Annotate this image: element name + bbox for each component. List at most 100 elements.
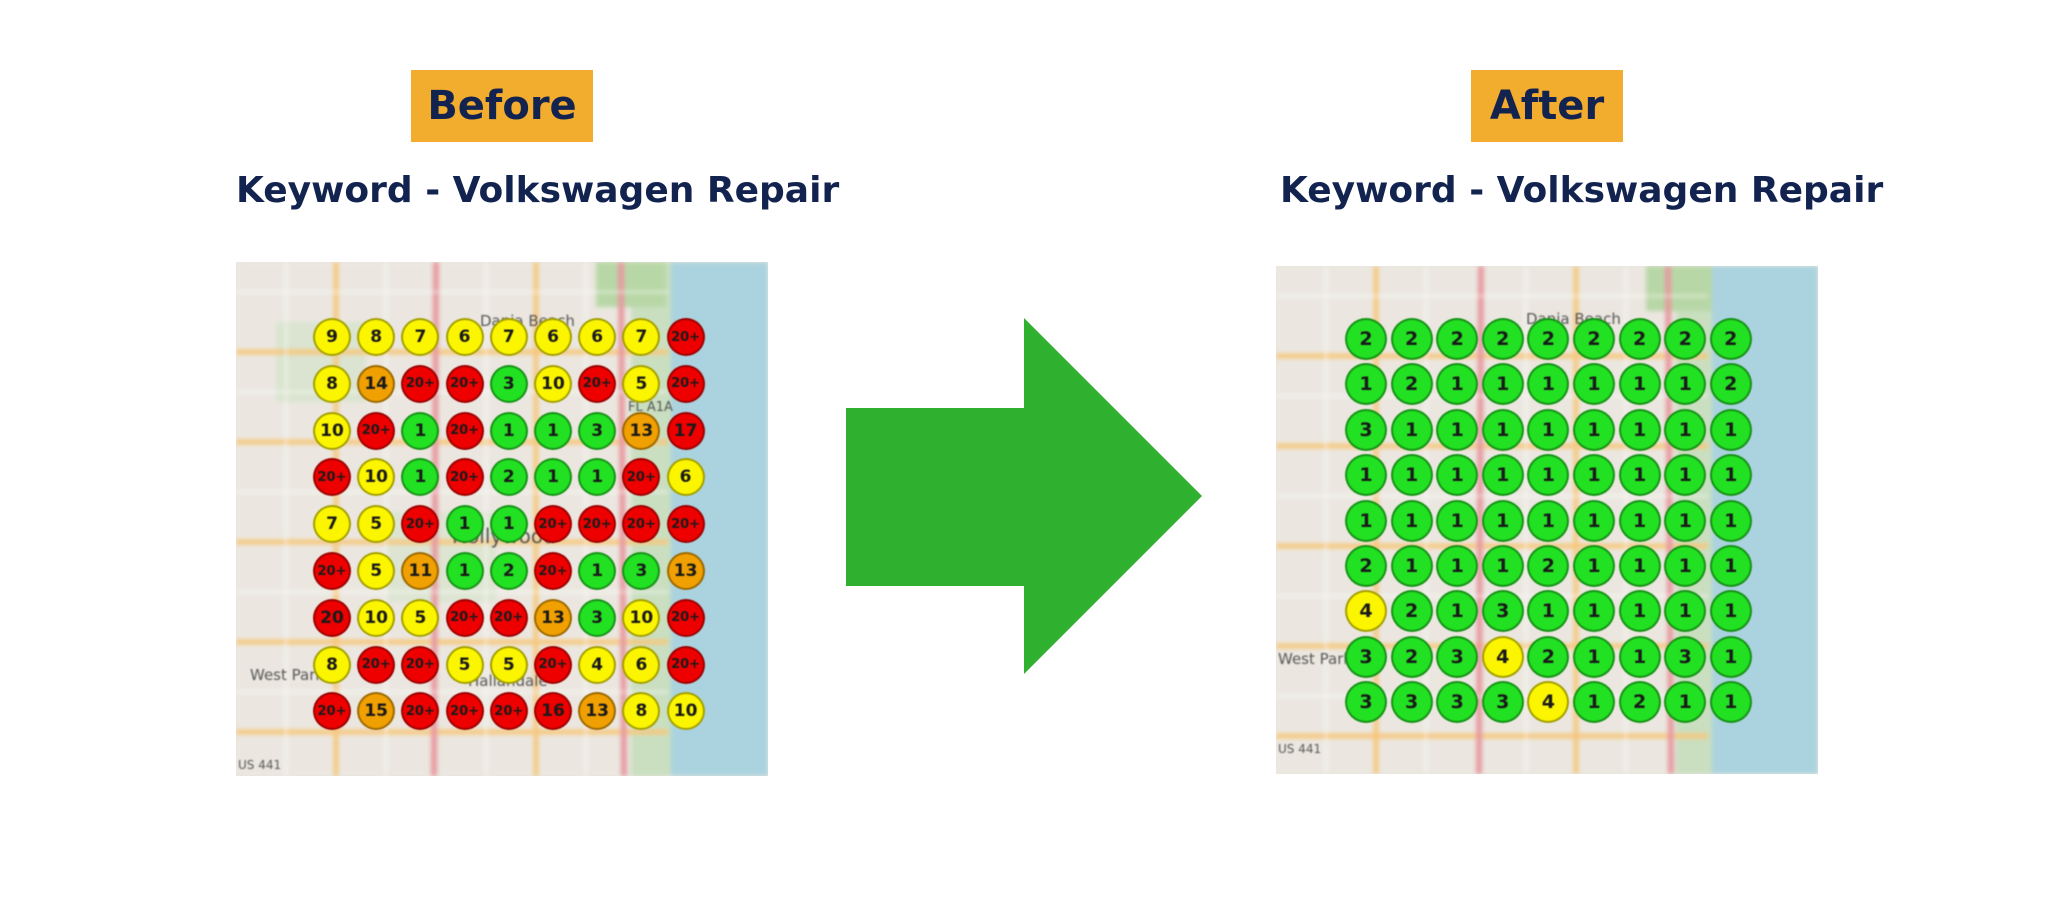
rank-marker: 10 (666, 692, 705, 731)
rank-marker: 20+ (445, 411, 484, 450)
rank-marker: 1 (1664, 590, 1707, 633)
rank-marker: 1 (1664, 499, 1707, 542)
rank-marker: 1 (401, 411, 440, 450)
rank-marker: 20+ (401, 692, 440, 731)
rank-marker: 20+ (534, 552, 572, 590)
rank-marker: 1 (1390, 499, 1433, 542)
rank-marker: 10 (622, 598, 661, 637)
rank-marker: 8 (313, 645, 351, 684)
rank-marker: 7 (401, 318, 440, 356)
rank-marker: 1 (1573, 590, 1615, 633)
rank-marker: 9 (313, 318, 351, 356)
rank-marker: 2 (1390, 363, 1433, 406)
map-label-area: West Park (1278, 650, 1353, 668)
before-badge: Before (411, 70, 593, 142)
rank-marker: 10 (313, 411, 351, 450)
rank-marker: 20+ (401, 505, 440, 544)
rank-marker: 1 (1618, 408, 1661, 451)
rank-marker: 1 (1618, 499, 1661, 542)
rank-marker: 1 (1618, 454, 1661, 497)
rank-marker: 2 (1481, 318, 1524, 360)
rank-marker: 15 (357, 692, 396, 731)
rank-marker: 20+ (489, 598, 528, 637)
rank-marker: 2 (1709, 363, 1752, 406)
rank-marker: 2 (1573, 318, 1615, 360)
rank-marker: 20+ (666, 505, 705, 544)
rank-marker: 11 (401, 552, 440, 590)
rank-marker: 1 (1618, 635, 1661, 678)
map-label-area: West Park (250, 666, 325, 684)
rank-marker: 13 (578, 692, 617, 731)
before-keyword-subtitle: Keyword - Volkswagen Repair (236, 170, 840, 211)
rank-marker: 1 (1664, 363, 1707, 406)
rank-marker: 13 (534, 598, 572, 637)
rank-marker: 5 (445, 645, 484, 684)
rank-marker: 1 (1436, 545, 1479, 587)
rank-marker: 1 (1573, 363, 1615, 406)
rank-marker: 1 (1527, 499, 1570, 542)
rank-marker: 2 (1345, 545, 1387, 587)
rank-marker: 1 (445, 552, 484, 590)
rank-marker: 20+ (666, 318, 705, 356)
rank-marker: 1 (1573, 635, 1615, 678)
rank-marker: 4 (1527, 681, 1570, 724)
rank-marker: 2 (1527, 545, 1570, 587)
rank-marker: 20+ (534, 505, 572, 544)
rank-marker: 5 (401, 598, 440, 637)
rank-marker: 4 (1481, 635, 1524, 678)
rank-marker: 3 (622, 552, 661, 590)
rank-marker: 3 (578, 411, 617, 450)
rank-marker: 1 (1709, 590, 1752, 633)
rank-marker: 6 (578, 318, 617, 356)
rank-marker: 13 (666, 552, 705, 590)
rank-marker: 2 (1390, 590, 1433, 633)
rank-marker: 20+ (445, 364, 484, 403)
rank-marker: 20+ (445, 692, 484, 731)
rank-marker: 20+ (666, 598, 705, 637)
rank-marker: 1 (1436, 499, 1479, 542)
rank-marker: 1 (489, 411, 528, 450)
rank-marker: 20+ (313, 458, 351, 497)
rank-marker: 8 (313, 364, 351, 403)
rank-marker: 5 (357, 552, 396, 590)
rank-marker: 1 (1709, 635, 1752, 678)
rank-marker: 8 (622, 692, 661, 731)
rank-marker: 1 (1527, 590, 1570, 633)
rank-marker: 14 (357, 364, 396, 403)
rank-marker: 1 (1436, 363, 1479, 406)
after-keyword-subtitle: Keyword - Volkswagen Repair (1280, 170, 1884, 211)
rank-marker: 10 (534, 364, 572, 403)
before-rank-map: Dania Beach FL A1A Hollywood Hallandale … (236, 262, 768, 776)
rank-marker: 1 (1390, 545, 1433, 587)
after-badge: After (1471, 70, 1623, 142)
rank-marker: 1 (445, 505, 484, 544)
rank-marker: 4 (578, 645, 617, 684)
arrow-shape (846, 318, 1202, 674)
rank-marker: 3 (1664, 635, 1707, 678)
rank-marker: 3 (578, 598, 617, 637)
rank-marker: 1 (534, 411, 572, 450)
rank-marker: 16 (534, 692, 572, 731)
rank-marker: 1 (1618, 545, 1661, 587)
rank-marker: 1 (1573, 454, 1615, 497)
rank-marker: 1 (1527, 408, 1570, 451)
rank-marker: 3 (1481, 590, 1524, 633)
rank-marker: 1 (1709, 681, 1752, 724)
map-label-road: US 441 (1278, 742, 1322, 756)
rank-marker: 1 (1481, 363, 1524, 406)
rank-marker: 1 (1618, 590, 1661, 633)
rank-marker: 3 (1345, 681, 1387, 724)
rank-marker: 20+ (313, 552, 351, 590)
rank-marker: 4 (1345, 590, 1387, 633)
rank-marker: 1 (1618, 363, 1661, 406)
rank-marker: 1 (1573, 408, 1615, 451)
rank-marker: 10 (357, 458, 396, 497)
rank-marker: 1 (1481, 499, 1524, 542)
rank-marker: 2 (1390, 318, 1433, 360)
rank-marker: 1 (534, 458, 572, 497)
map-label-route: FL A1A (628, 400, 673, 415)
rank-marker: 1 (1436, 454, 1479, 497)
rank-marker: 20+ (578, 505, 617, 544)
rank-marker: 3 (1345, 635, 1387, 678)
rank-marker: 10 (357, 598, 396, 637)
